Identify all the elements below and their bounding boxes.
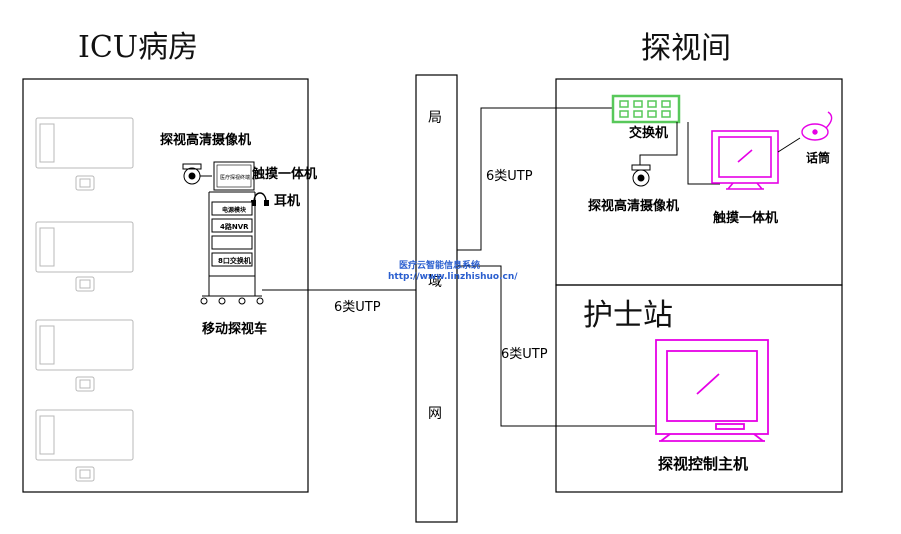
visit-camera-icon [631,164,651,187]
handset-icon [801,111,833,141]
visit-camera-link [639,122,678,165]
watermark-title: 医疗云智能信息系统 [399,259,480,271]
icu-touch-terminal-label: 触摸一体机 [251,166,317,182]
visit-switch-icon [611,94,681,124]
icu-bed-1 [35,117,134,191]
icu-cart-screen [213,161,255,191]
icu-camera-icon [182,163,202,185]
icu-cart-power: 电源模块 [222,206,247,214]
visit-terminal-link [687,122,720,185]
visit-touch-terminal-icon [711,130,779,190]
icu-link-label: 6类UTP [334,300,381,315]
lan-char-2: 域 [428,274,442,290]
icu-cart-screen-inner [216,164,252,188]
visit-room-frame [555,78,843,286]
lan-char-3: 网 [428,406,442,422]
headphone-cup-right [264,200,269,206]
nurse-station-title: 护士站 [583,298,673,333]
lan-char-1: 局 [428,110,442,126]
visit-camera-label: 探视高清摄像机 [588,198,679,214]
icu-bed-3 [35,319,134,392]
nurse-link-label: 6类UTP [501,347,548,362]
icu-room-frame [22,78,309,493]
visit-room-title: 探视间 [641,31,731,66]
nurse-station-frame [555,284,843,493]
visit-touch-terminal-label: 触摸一体机 [712,210,778,226]
visit-link-label: 6类UTP [486,169,533,184]
watermark-url: http://www.linzhishuo.cn/ [388,272,518,282]
icu-cart-rack [200,191,264,305]
visit-lan-link [457,107,613,251]
control-host-label: 探视控制主机 [658,455,748,473]
icu-room-title: ICU病房 [78,30,198,65]
icu-camera-label: 探视高清摄像机 [160,132,251,148]
icu-cart-switch: 8口交换机 [218,256,251,265]
headphone-icon [253,192,267,203]
icu-cart-nvr: 4路NVR [220,222,249,231]
icu-bed-4 [35,409,134,482]
nurse-lan-link [457,265,656,427]
lan-column [415,74,458,523]
icu-cart-screen-text: 医疗探视终端 [220,174,250,181]
control-host-monitor-icon [655,339,769,442]
icu-bed-2 [35,221,134,292]
headphone-cup-left [251,200,256,206]
visit-switch-label: 交换机 [629,125,668,141]
headphone-label: 耳机 [274,193,300,209]
handset-link [777,137,801,153]
icu-cart-label: 移动探视车 [202,321,267,337]
handset-label: 话筒 [806,150,830,165]
